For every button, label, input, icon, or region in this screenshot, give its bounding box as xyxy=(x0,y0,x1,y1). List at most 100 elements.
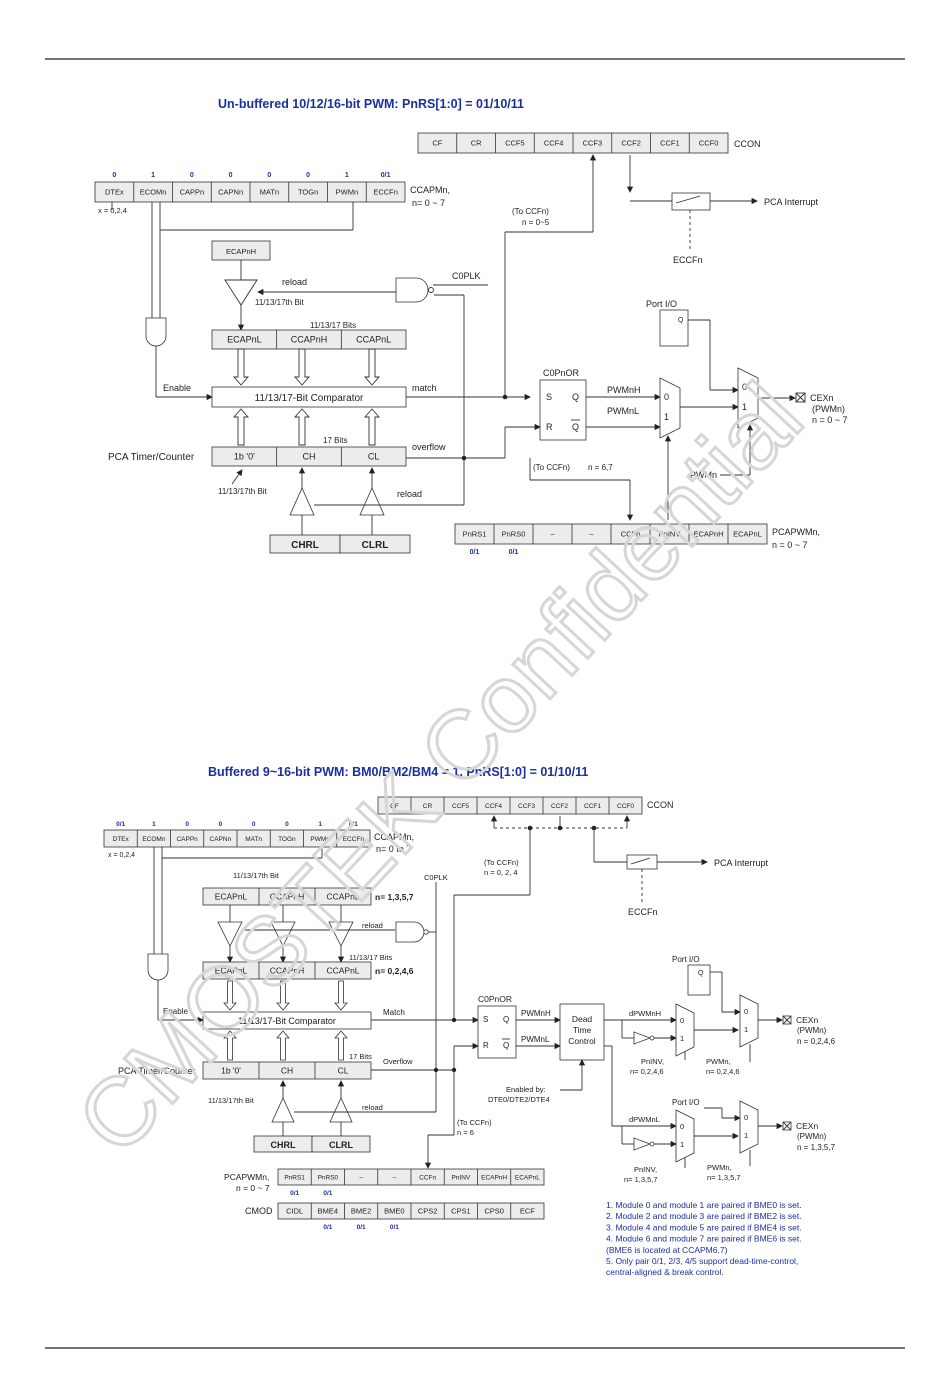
bottom-chrl-buffer xyxy=(271,1097,295,1123)
bottom-note-0: 1. Module 0 and module 1 are paired if B… xyxy=(606,1200,802,1210)
top-ccap-cell-1: ECOMn xyxy=(140,188,167,197)
bottom-timer-cell-0: 1b '0' xyxy=(221,1065,241,1075)
bottom-pwmn2: PWMn, xyxy=(707,1163,732,1172)
bottom-to-ccfn: (To CCFn) xyxy=(484,858,519,867)
bottom-comparator xyxy=(202,1011,372,1030)
top-ccon-cell-6: CCF1 xyxy=(660,139,680,148)
bottom-pcap-n: n = 0 ~ 7 xyxy=(236,1183,270,1193)
bottom-mux-a-0: 0 xyxy=(680,1016,684,1025)
top-port-io: Port I/O xyxy=(646,299,677,309)
bottom-ccap-bit-5: 0 xyxy=(285,821,289,828)
top-x-note: x = 0,2,4 xyxy=(98,206,127,215)
bottom-pcap-cell-4: CCFn xyxy=(419,1174,436,1181)
bottom-upper-cell-0: ECAPnL xyxy=(215,891,248,901)
top-mid-register xyxy=(211,329,407,350)
bottom-control: Control xyxy=(568,1036,596,1046)
bottom-pcap-cell-7: ECAPnL xyxy=(515,1174,540,1181)
bottom-ccap-cell-3: CAPNn xyxy=(210,836,232,843)
bottom-to-ccfn2-n: n = 6 xyxy=(457,1128,474,1137)
bottom-ccap-cell-7: ECCFn xyxy=(343,836,365,843)
bottom-bus-arrow-2 xyxy=(334,980,348,1011)
bottom-bits-note: 11/13/17 Bits xyxy=(349,953,392,962)
bottom-enabled-by: Enabled by: xyxy=(506,1085,546,1094)
bottom-bit-note: 11/13/17th Bit xyxy=(233,871,280,880)
bottom-enable: Enable xyxy=(163,1007,188,1016)
bottom-pcap-cell-3: – xyxy=(393,1174,397,1181)
bottom-clrl: CLRL xyxy=(329,1140,353,1150)
bottom-ccon-cell-1: CR xyxy=(423,803,433,810)
top-pwmnh: PWMnH xyxy=(607,385,641,395)
confidential-watermark: CMOSTEK Confidential xyxy=(57,364,823,1174)
top-bus-arrow-1 xyxy=(294,348,310,386)
bottom-timer-cell-2: CL xyxy=(338,1065,349,1075)
top-pcap-cell-7: ECAPnL xyxy=(733,530,762,539)
bottom-lower-n: n= 0,2,4,6 xyxy=(375,966,414,976)
bottom-c0plk: C0PLK xyxy=(424,873,448,882)
bottom-interrupt-switch xyxy=(626,854,658,870)
top-pcap-cell-1: PnRS0 xyxy=(502,530,526,539)
top-timer-register xyxy=(211,446,407,467)
bottom-bus-arrow-0 xyxy=(223,980,237,1011)
bottom-pcap-label: PCAPWMn, xyxy=(224,1172,269,1182)
bottom-cmod-cell-0: CIDL xyxy=(286,1207,303,1216)
top-ccon-cell-5: CCF2 xyxy=(621,139,641,148)
bottom-x-note: x = 0,2,4 xyxy=(108,852,135,859)
bottom-ccon-cell-4: CCF3 xyxy=(518,803,535,810)
bottom-ccon-cell-3: CCF4 xyxy=(485,803,502,810)
bottom-cmod-cell-4: CPS2 xyxy=(418,1207,438,1216)
bottom-enabled-by-2: DTE0/DTE2/DTE4 xyxy=(488,1095,550,1104)
bottom-mux-c xyxy=(675,1109,695,1163)
bottom-note-5: 5. Only pair 0/1, 2/3, 4/5 support dead-… xyxy=(606,1256,798,1266)
bottom-c0pnor: C0PnOR xyxy=(478,994,512,1004)
top-comparator-label: 11/13/17-Bit Comparator xyxy=(255,393,364,404)
top-bus-arrow-2 xyxy=(364,348,380,386)
bottom-pwmn1-n: n= 0,2,4,6 xyxy=(706,1067,740,1076)
bottom-pcap-cell-6: ECAPnH xyxy=(481,1174,507,1181)
top-pcap-n: n = 0 ~ 7 xyxy=(772,540,808,550)
bottom-ccap-cell-6: PWMn xyxy=(310,836,330,843)
unbuffered-pwm-diagram: Un-buffered 10/12/16-bit PWM: PnRS[1:0] … xyxy=(94,97,848,556)
top-ccon-cell-2: CCF5 xyxy=(505,139,525,148)
top-pcap-cell-2: – xyxy=(550,530,555,539)
bottom-17-bits: 17 Bits xyxy=(349,1052,372,1061)
bottom-pcap-cell-5: PnINV xyxy=(451,1174,470,1181)
bottom-ccap-label: CCAPMn, xyxy=(374,832,414,842)
bottom-port-io2: Port I/O xyxy=(672,1098,700,1107)
bottom-time: Time xyxy=(573,1025,592,1035)
bottom-cmod-bit-0: 0/1 xyxy=(323,1224,332,1231)
top-cexn: CEXn xyxy=(810,393,834,403)
top-clrl-box xyxy=(339,534,411,554)
top-bus-arrow-3 xyxy=(233,408,249,446)
bottom-cmod-bit-2: 0/1 xyxy=(390,1224,399,1231)
bottom-mux-d-1: 1 xyxy=(744,1131,748,1140)
top-ccon-cell-4: CCF3 xyxy=(583,139,603,148)
top-clrl: CLRL xyxy=(362,540,389,551)
bottom-reload2: reload xyxy=(362,1103,383,1112)
top-pcap-cell-3: – xyxy=(589,530,594,539)
top-eccfn: ECCFn xyxy=(673,255,703,265)
bottom-ccap-n: n= 0 to 7 xyxy=(376,844,411,854)
top-chrl-buffer xyxy=(289,487,315,516)
bottom-qbar: Q xyxy=(503,1041,509,1050)
bottom-upper-cell-1: CCAPnH xyxy=(270,891,304,901)
bottom-mux-d xyxy=(739,1100,759,1154)
bottom-ccon-cell-5: CCF2 xyxy=(551,803,568,810)
bottom-cexn-a-pwm: (PWMn) xyxy=(797,1026,827,1035)
bottom-lower-cell-1: CCAPnH xyxy=(270,965,304,975)
bottom-mux-c-0: 0 xyxy=(680,1122,684,1131)
top-ecapnh: ECAPnH xyxy=(226,247,256,256)
top-ccap-bit-4: 0 xyxy=(267,172,271,179)
bottom-cexn-b-n: n = 1,3,5,7 xyxy=(797,1143,836,1152)
bottom-pwmn2-n: n= 1,3,5,7 xyxy=(707,1173,741,1182)
bottom-lower-cell-0: ECAPnL xyxy=(215,965,248,975)
top-chrl: CHRL xyxy=(291,540,319,551)
bottom-ccap-bit-1: 1 xyxy=(152,821,156,828)
top-ccap-cell-2: CAPPn xyxy=(180,188,205,197)
top-ccap-bit-2: 0 xyxy=(190,172,194,179)
bottom-port-io1: Port I/O xyxy=(672,955,700,964)
top-ccap-cell-7: ECCFn xyxy=(373,188,398,197)
bottom-to-ccfn2: (To CCFn) xyxy=(457,1118,492,1127)
bottom-ccap-bit-3: 0 xyxy=(219,821,223,828)
